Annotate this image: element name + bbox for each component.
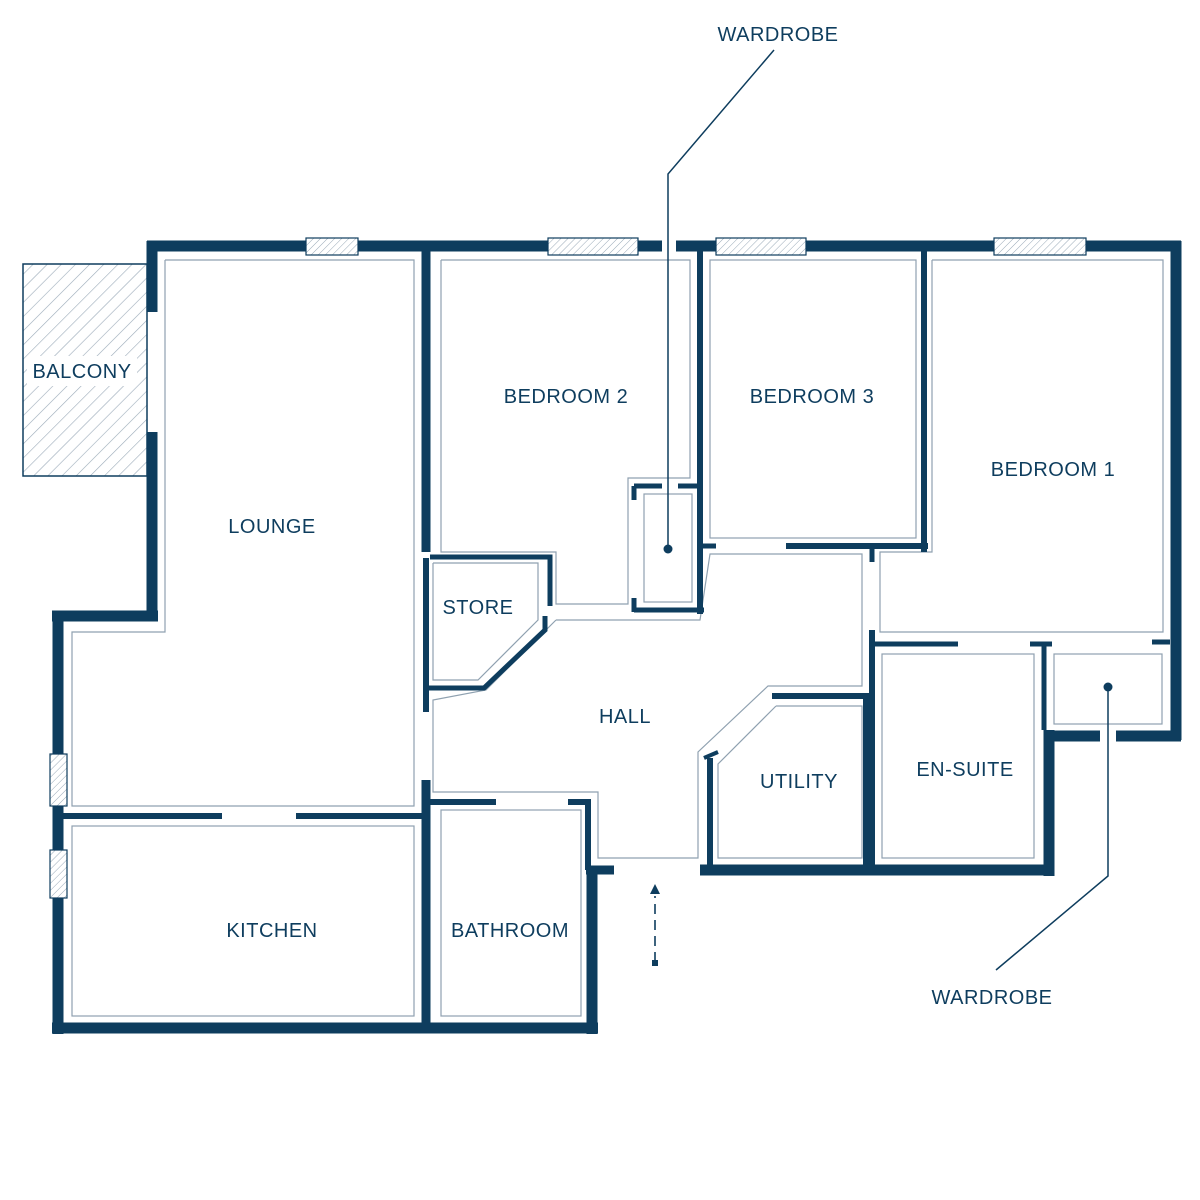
room-label-hall: HALL [599, 706, 651, 728]
room-labels: WARDROBE BALCONY LOUNGE BEDROOM 2 BEDROO… [32, 24, 1116, 1009]
balcony-area [22, 263, 148, 477]
inner-room-lines [71, 259, 1164, 1017]
structural-walls [52, 240, 1182, 1034]
entrance-arrow-icon [650, 884, 660, 966]
room-label-bedroom-2: BEDROOM 2 [504, 386, 629, 408]
wardrobe-marker-top [663, 544, 673, 554]
room-label-bedroom-1: BEDROOM 1 [991, 459, 1116, 481]
windows [49, 237, 1087, 899]
room-label-store: STORE [442, 597, 513, 619]
room-label-bathroom: BATHROOM [451, 920, 569, 942]
wardrobe-marker-bottom [1103, 682, 1113, 692]
room-label-utility: UTILITY [760, 771, 838, 793]
room-label-balcony: BALCONY [32, 361, 131, 383]
room-label-bedroom-3: BEDROOM 3 [750, 386, 875, 408]
callout-lines [667, 49, 1109, 971]
room-label-kitchen: KITCHEN [226, 920, 317, 942]
room-label-lounge: LOUNGE [228, 516, 315, 538]
callout-wardrobe-top: WARDROBE [717, 24, 838, 46]
room-label-en-suite: EN-SUITE [916, 759, 1013, 781]
callout-wardrobe-bottom: WARDROBE [931, 987, 1052, 1009]
